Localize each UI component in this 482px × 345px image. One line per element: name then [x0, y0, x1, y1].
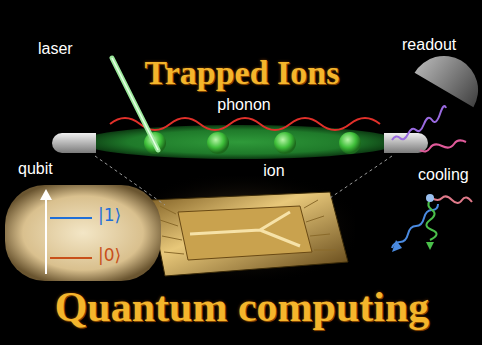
title: Trapped Ions	[145, 54, 340, 91]
part-label: cooling	[418, 166, 469, 184]
part-label: qubit	[18, 160, 53, 178]
part-label: phonon	[217, 96, 270, 114]
caption: Quantum computing	[55, 284, 430, 330]
qubit-panel: |1⟩ |0⟩	[4, 184, 162, 282]
part-label: ion	[263, 162, 284, 180]
qubit-panel-shape	[4, 184, 162, 282]
part-label: readout	[402, 36, 456, 54]
energy-level-label: |1⟩	[98, 206, 121, 225]
energy-level-label: |0⟩	[98, 246, 121, 265]
part-label: laser	[38, 40, 73, 58]
